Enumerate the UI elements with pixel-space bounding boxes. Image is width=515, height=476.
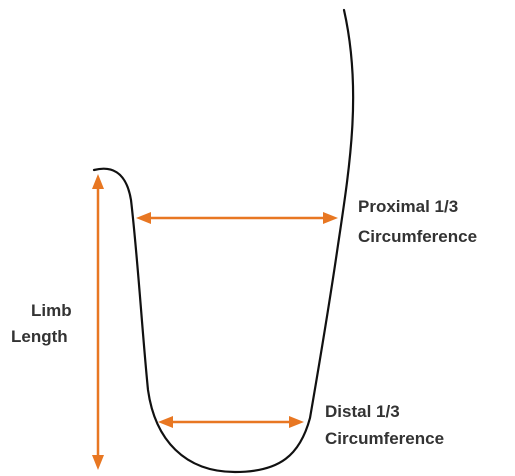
limb-length-arrow (92, 174, 104, 470)
limb-label-line2: Length (11, 327, 68, 346)
distal-label-line2: Circumference (325, 429, 444, 448)
limb-length-arrowhead-top (92, 174, 104, 189)
distal-arrowhead-right (289, 416, 304, 428)
proximal-label-line1: Proximal 1/3 (358, 197, 458, 216)
limb-outline (92, 8, 355, 474)
proximal-arrowhead-right (323, 212, 338, 224)
proximal-circumference-arrow (136, 212, 338, 224)
limb-label-line1: Limb (31, 301, 72, 320)
distal-arrowhead-left (158, 416, 173, 428)
distal-label-line1: Distal 1/3 (325, 402, 400, 421)
distal-circumference-arrow (158, 416, 304, 428)
limb-length-arrowhead-bottom (92, 455, 104, 470)
proximal-label-line2: Circumference (358, 227, 477, 246)
proximal-arrowhead-left (136, 212, 151, 224)
